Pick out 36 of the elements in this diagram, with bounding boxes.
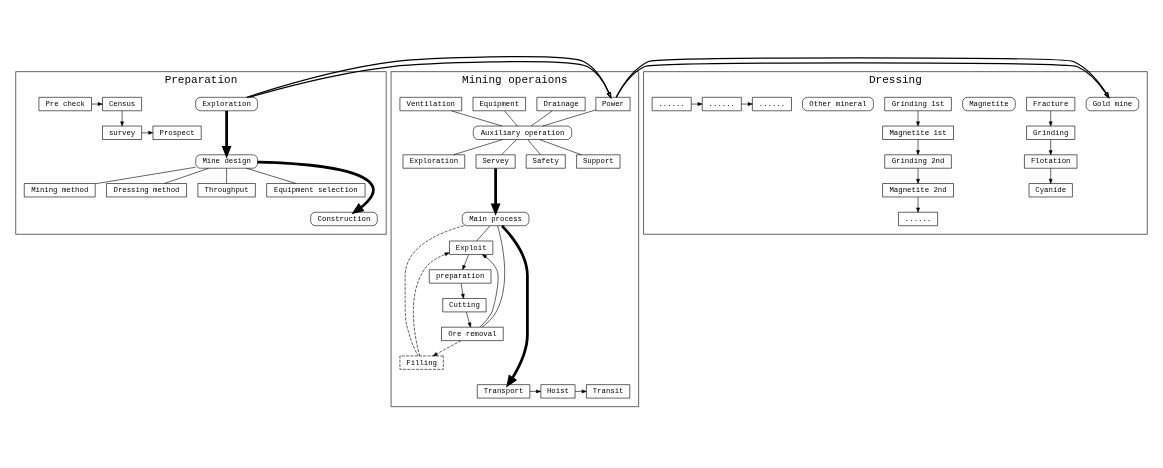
arrow [690, 102, 703, 106]
connector [501, 139, 517, 156]
connector [453, 139, 503, 156]
arrow [1048, 110, 1053, 127]
arrow [91, 102, 103, 106]
connector [539, 139, 582, 156]
arrow [257, 160, 375, 215]
arrow [916, 110, 920, 127]
arrow [246, 56, 612, 99]
arrow [479, 254, 499, 328]
arrow [916, 139, 920, 156]
arrow [141, 131, 154, 135]
connector [164, 168, 209, 184]
arrow [529, 389, 541, 394]
connector [527, 139, 541, 156]
arrow [465, 311, 472, 328]
connector [246, 168, 297, 184]
arrow [490, 168, 501, 216]
arrow [1048, 139, 1053, 156]
arrow [615, 57, 1110, 99]
arrow [574, 389, 587, 394]
arrow [462, 254, 469, 270]
arrow [501, 224, 529, 388]
connector [481, 225, 505, 328]
arrow [221, 110, 232, 159]
connector [542, 109, 597, 127]
arrow [916, 196, 920, 213]
arrow [1048, 168, 1053, 184]
arrow [432, 340, 462, 357]
connector [226, 168, 227, 184]
arrow [741, 102, 753, 106]
arrow [413, 252, 450, 357]
connector [451, 110, 503, 127]
arrow [916, 168, 920, 184]
arrow [460, 283, 465, 299]
arrow [120, 110, 124, 127]
